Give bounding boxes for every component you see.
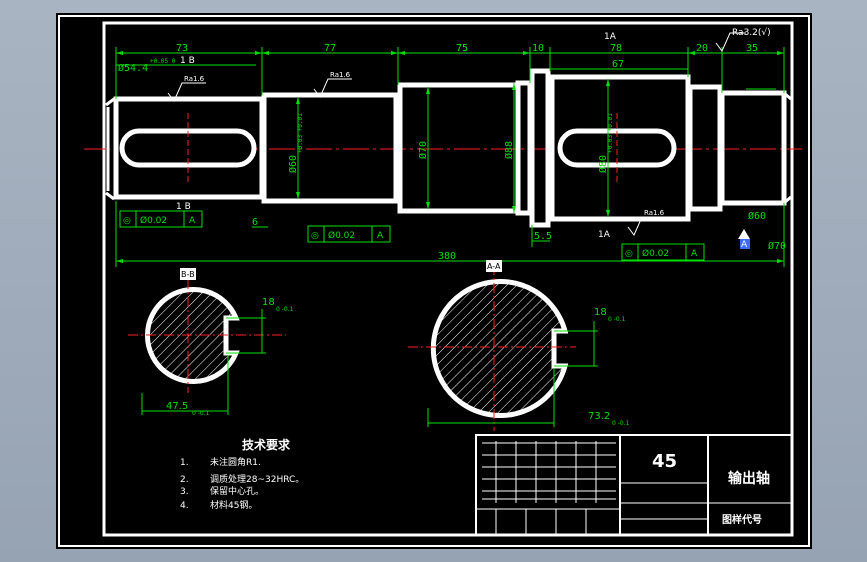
section-right-depth: 73.2 (588, 411, 610, 422)
roughness-general: Ra3.2(√) (732, 27, 771, 38)
gdt-frame-right: ◎ Ø0.02 A (621, 243, 705, 261)
title-block (475, 434, 793, 536)
roughness-1: Ra1.6 (184, 75, 205, 83)
roughness-symbols (167, 32, 746, 236)
title-block-text: 45 输出轴 图样代号 (652, 451, 770, 526)
svg-text:3.: 3. (180, 487, 189, 497)
section-marks: 1 B 1 B 1A 1A (176, 32, 617, 240)
note-3: 保留中心孔。 (210, 485, 264, 497)
section-right-keyway-tol: 0 -0.1 (608, 316, 626, 323)
section-left-title-box (180, 268, 196, 280)
section-right-keyway: 18 (594, 307, 607, 318)
dim-d54-tol: +0.05 0 (150, 58, 176, 65)
title-drawing-no: 图样代号 (722, 513, 762, 526)
dim-67: 67 (612, 59, 624, 70)
svg-text:A: A (377, 231, 384, 241)
dim-d60-left: Ø60 (287, 155, 299, 173)
section-right: A-A 18 0 -0.1 73.2 0 -0.1 (408, 260, 630, 431)
dim-d70-right: Ø70 (768, 240, 786, 252)
dim-78: 78 (610, 43, 622, 54)
section-right-title: A-A (487, 262, 501, 271)
roughness-2: Ra1.6 (330, 71, 351, 79)
roughness-3: Ra1.6 (644, 209, 665, 217)
cut-1b-bottom: 1 B (176, 202, 191, 212)
svg-text:A: A (691, 249, 698, 259)
cut-1b-top: 1 B (180, 56, 195, 66)
section-left-keyway-tol: 0 -0.1 (276, 306, 294, 313)
drawing-sheet: 73 77 75 10 78 20 35 67 380 6 5.5 Ø54.4 … (56, 13, 812, 549)
dim-77: 77 (324, 43, 336, 54)
svg-text:2.: 2. (180, 475, 189, 485)
dim-d80: Ø80 (597, 155, 609, 173)
chamfer-lines (105, 91, 792, 205)
svg-text:◎: ◎ (625, 249, 633, 259)
note-2: 调质处理28~32HRC。 (210, 473, 304, 485)
svg-text:Ø0.02: Ø0.02 (328, 230, 355, 241)
title-material: 45 (652, 451, 677, 472)
svg-text:A: A (189, 216, 196, 226)
cut-1a-top: 1A (604, 32, 617, 42)
dim-d88: Ø88 (503, 141, 515, 159)
dim-d60-right: Ø60 (748, 210, 766, 222)
dim-d54: Ø54.4 (118, 62, 148, 74)
dim-6: 6 (252, 217, 258, 228)
section-left-title: B-B (181, 270, 195, 279)
shaft-outline (113, 68, 787, 228)
note-4: 材料45钢。 (210, 499, 257, 511)
dimension-arrows (116, 51, 784, 263)
title-part-name: 输出轴 (728, 470, 770, 487)
datum-marker: A (738, 229, 750, 250)
dim-d80-tol: +0.03 +0.01 (607, 113, 614, 153)
dim-10: 10 (532, 43, 544, 54)
dim-5-5: 5.5 (534, 231, 552, 242)
dimension-text: 73 77 75 10 78 20 35 67 380 6 5.5 Ø54.4 … (118, 43, 786, 262)
diameter-text: Ø60 +0.03 +0.01 Ø70 Ø88 Ø80 +0.03 +0.01 (287, 113, 614, 173)
section-left-keyway: 18 (262, 297, 275, 308)
technical-notes: 技术要求 1. 未注圆角R1. 2. 调质处理28~32HRC。 3. 保留中心… (180, 437, 304, 511)
gdt-frame-left: ◎ Ø0.02 A (119, 210, 203, 228)
dim-380: 380 (438, 251, 456, 262)
dim-20: 20 (696, 43, 708, 54)
svg-text:◎: ◎ (123, 216, 131, 226)
section-left-depth-tol: 0 -0.1 (192, 410, 210, 417)
svg-text:4.: 4. (180, 501, 189, 511)
note-1: 未注圆角R1. (210, 456, 261, 468)
dim-35: 35 (746, 43, 758, 54)
dim-75: 75 (456, 43, 468, 54)
roughness-text: Ra1.6 Ra1.6 Ra1.6 Ra3.2(√) (184, 27, 771, 217)
svg-text:A: A (741, 240, 748, 250)
dim-73: 73 (176, 43, 188, 54)
section-right-depth-tol: 0 -0.1 (612, 420, 630, 427)
dimension-lines (115, 47, 785, 267)
gdt-frame-middle: ◎ Ø0.02 A (307, 225, 391, 243)
svg-text:Ø0.02: Ø0.02 (140, 215, 167, 226)
svg-text:Ø0.02: Ø0.02 (642, 248, 669, 259)
section-right-title-box (486, 260, 502, 272)
cut-1a-bottom: 1A (598, 230, 611, 240)
outer-frame (58, 15, 810, 547)
svg-text:◎: ◎ (311, 231, 319, 241)
section-left-depth: 47.5 (166, 401, 188, 412)
svg-text:1.: 1. (180, 458, 189, 468)
shaft-drawing: 73 77 75 10 78 20 35 67 380 6 5.5 Ø54.4 … (58, 15, 810, 547)
section-left: B-B 18 0 -0.1 47.5 0 -0.1 (128, 268, 294, 417)
notes-title: 技术要求 (242, 437, 291, 452)
dim-d70: Ø70 (417, 141, 429, 159)
inner-frame (102, 21, 794, 537)
section-right-hatch (430, 279, 569, 418)
dim-d60-left-tol: +0.03 +0.01 (297, 113, 304, 153)
